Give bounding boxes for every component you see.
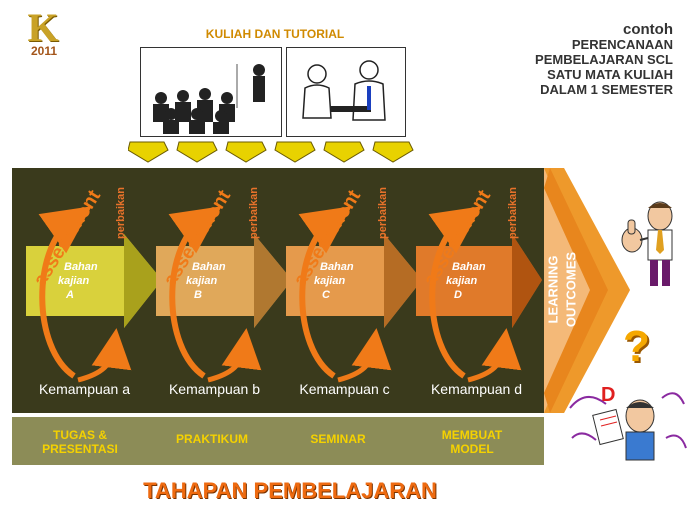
cycle-arrow-icon — [298, 206, 352, 379]
kemampuan-label: Kemampuan c — [299, 381, 390, 397]
activity-bar — [12, 417, 544, 465]
bahan-line: kajian — [446, 275, 478, 287]
activity-label: PRAKTIKUM — [152, 432, 272, 446]
kemampuan-label: Kemampuan a — [38, 381, 131, 397]
lo-line: LEARNING — [545, 255, 561, 324]
bahan-line: Bahan — [452, 261, 486, 273]
stage-graphics — [26, 206, 542, 383]
kuliah-title: KULIAH DAN TUTORIAL — [205, 27, 345, 41]
stage-b-block — [156, 206, 292, 383]
cycle-arrow-icon — [168, 206, 222, 379]
confused-student-icon — [569, 392, 687, 461]
perbaikan-label: perbaikan — [377, 187, 389, 239]
outcome-chevrons — [544, 168, 630, 413]
cycle-arrow-icon — [428, 206, 482, 379]
stage-d-block — [416, 206, 542, 383]
logo-k: K — [27, 5, 59, 50]
activity-line: SEMINAR — [310, 432, 366, 446]
stage-c-block — [286, 206, 422, 383]
perbaikan-label: perbaikan — [507, 187, 519, 239]
contoh-line: DALAM 1 SEMESTER — [540, 82, 673, 97]
perbaikan-label: perbaikan — [115, 187, 127, 239]
bahan-kajian-label: Bahan kajian B — [186, 260, 256, 302]
bahan-line: kajian — [314, 275, 346, 287]
bahan-line: Bahan — [192, 261, 226, 273]
bahan-line: C — [322, 289, 330, 301]
contoh-line: contoh — [623, 21, 673, 38]
activity-line: PRESENTASI — [42, 442, 118, 456]
contoh-heading: contoh PERENCANAAN PEMBELAJARAN SCL SATU… — [470, 22, 673, 97]
question-mark-icon: ? — [623, 322, 650, 371]
cycle-arrow-icon — [38, 206, 92, 379]
classroom-photo — [140, 47, 282, 137]
learning-outcomes-label: LEARNING OUTCOMES — [545, 240, 579, 340]
contoh-line: PERENCANAAN — [571, 37, 673, 52]
down-arrow-icon — [225, 141, 267, 163]
activity-line: MEMBUAT — [441, 428, 503, 442]
activity-line: PRAKTIKUM — [176, 432, 248, 446]
down-arrow-icon — [372, 141, 414, 163]
perbaikan-label: perbaikan — [248, 187, 260, 239]
down-arrow-icon — [176, 141, 218, 163]
down-arrow-icon — [128, 141, 169, 163]
bahan-kajian-label: Bahan kajian D — [446, 260, 516, 302]
bahan-line: Bahan — [320, 261, 354, 273]
bahan-line: A — [66, 289, 74, 301]
bahan-line: Bahan — [64, 261, 98, 273]
grade-d-label: D — [601, 384, 616, 406]
tutorial-photo — [286, 47, 406, 137]
kemampuan-label: Kemampuan d — [430, 381, 523, 397]
activity-line: TUGAS & — [53, 428, 107, 442]
bahan-line: D — [454, 289, 462, 301]
activity-label: SEMINAR — [278, 432, 398, 446]
thumbs-up-man-icon — [621, 201, 673, 286]
bahan-kajian-label: Bahan kajian A — [58, 260, 128, 302]
bahan-line: kajian — [186, 275, 218, 287]
bahan-line: kajian — [58, 275, 90, 287]
bahan-line: B — [194, 289, 202, 301]
activity-line: MODEL — [450, 442, 494, 456]
contoh-line: SATU MATA KULIAH — [547, 67, 673, 82]
stage-a-block — [26, 206, 162, 383]
bahan-kajian-label: Bahan kajian C — [314, 260, 384, 302]
tahapan-title: TAHAPAN PEMBELAJARAN — [143, 478, 437, 503]
down-arrow-icon — [274, 141, 316, 163]
kemampuan-label: Kemampuan b — [168, 381, 261, 397]
lo-line: OUTCOMES — [563, 251, 579, 328]
down-arrow-icon — [323, 141, 365, 163]
logo-year: 2011 — [30, 44, 58, 58]
contoh-line: PEMBELAJARAN SCL — [535, 52, 673, 67]
arrow-row — [128, 141, 414, 163]
activity-label: MEMBUAT MODEL — [412, 428, 532, 456]
activity-label: TUGAS & PRESENTASI — [20, 428, 140, 456]
